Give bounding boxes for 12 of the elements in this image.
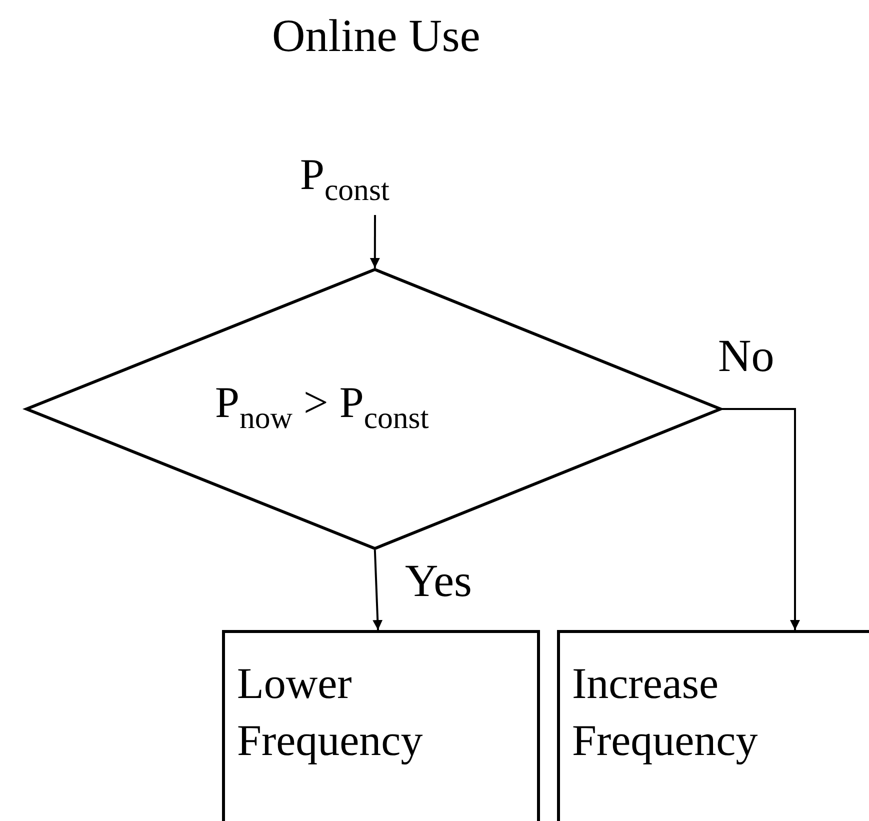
arrow [372,550,383,630]
process-text: Increase Frequency [572,658,759,768]
process-box [557,630,869,821]
edge-label: No [718,330,774,383]
title: Online Use [272,10,480,63]
arrow [370,215,380,268]
process-box [222,630,540,821]
arrow [722,408,800,630]
condition-text: P$_{now}$ > P$_{const}$ [215,378,429,436]
edge-label: Yes [405,555,472,608]
process-text: Lower Frequency [237,658,424,768]
input-text: P$_{const}$ [300,150,390,208]
